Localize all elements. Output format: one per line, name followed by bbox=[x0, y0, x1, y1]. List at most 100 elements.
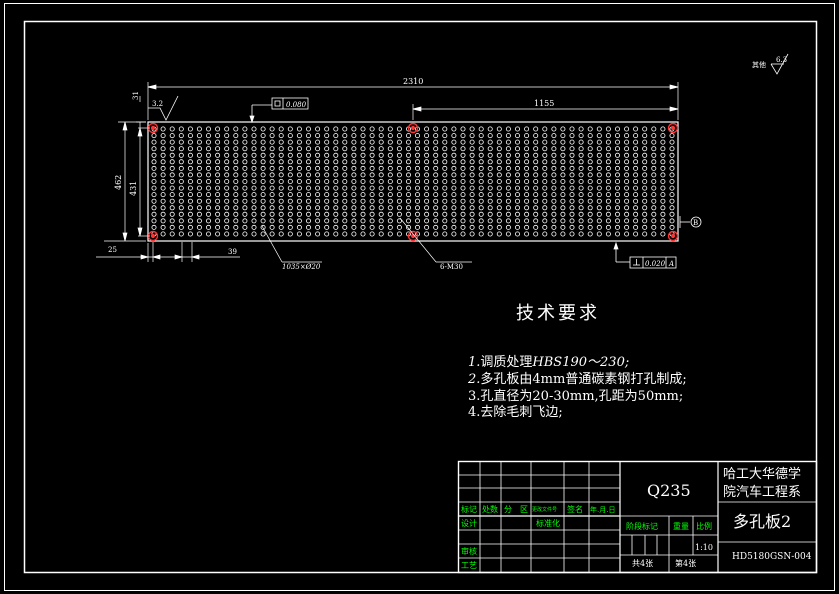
plate-hole bbox=[178, 205, 184, 211]
plate-hole bbox=[151, 218, 157, 224]
plate-hole bbox=[469, 218, 475, 224]
plate-hole bbox=[487, 185, 493, 191]
plate-hole bbox=[615, 198, 621, 204]
plate-hole bbox=[433, 224, 439, 230]
plate-hole bbox=[560, 165, 566, 171]
plate-hole bbox=[224, 159, 230, 165]
plate-hole bbox=[669, 205, 675, 211]
plate-hole bbox=[515, 178, 521, 184]
plate-hole bbox=[233, 152, 239, 158]
plate-hole bbox=[414, 152, 420, 158]
material: Q235 bbox=[647, 481, 691, 500]
plate-hole bbox=[224, 185, 230, 191]
plate-hole bbox=[433, 172, 439, 178]
plate-hole bbox=[469, 198, 475, 204]
plate-hole bbox=[205, 172, 211, 178]
plate-hole bbox=[160, 146, 166, 152]
label-shenhe: 审核 bbox=[461, 546, 477, 556]
plate-hole bbox=[442, 172, 448, 178]
flatness-value: 0.080 bbox=[286, 101, 307, 109]
plate-hole bbox=[615, 178, 621, 184]
plate-hole bbox=[233, 139, 239, 145]
plate-hole bbox=[587, 192, 593, 198]
plate-hole bbox=[360, 178, 366, 184]
plate-hole bbox=[596, 133, 602, 139]
plate-hole bbox=[187, 205, 193, 211]
plate-hole bbox=[605, 178, 611, 184]
plate-hole bbox=[424, 218, 430, 224]
plate-hole bbox=[505, 211, 511, 217]
plate-hole bbox=[287, 178, 293, 184]
plate-hole bbox=[560, 146, 566, 152]
plate-hole bbox=[333, 218, 339, 224]
plate-hole bbox=[369, 211, 375, 217]
plate-hole bbox=[205, 146, 211, 152]
plate-hole bbox=[396, 152, 402, 158]
plate-hole bbox=[178, 185, 184, 191]
plate-hole bbox=[578, 192, 584, 198]
plate-hole bbox=[424, 205, 430, 211]
plate-hole bbox=[542, 139, 548, 145]
plate-hole bbox=[651, 205, 657, 211]
plate-hole bbox=[242, 205, 248, 211]
plate-hole bbox=[569, 178, 575, 184]
plate-hole bbox=[296, 133, 302, 139]
plate-hole bbox=[433, 205, 439, 211]
plate-hole bbox=[305, 146, 311, 152]
plate-hole bbox=[305, 172, 311, 178]
plate-hole bbox=[160, 211, 166, 217]
plate-hole bbox=[315, 205, 321, 211]
plate-hole bbox=[487, 231, 493, 237]
plate-hole bbox=[496, 152, 502, 158]
plate-hole bbox=[387, 192, 393, 198]
plate-hole bbox=[405, 205, 411, 211]
plate-hole bbox=[505, 205, 511, 211]
plate-hole bbox=[469, 139, 475, 145]
plate-hole bbox=[187, 159, 193, 165]
plate-hole bbox=[360, 139, 366, 145]
plate-hole bbox=[224, 198, 230, 204]
plate-hole bbox=[324, 198, 330, 204]
plate-hole bbox=[296, 218, 302, 224]
plate-hole bbox=[469, 152, 475, 158]
plate-hole bbox=[442, 192, 448, 198]
plate-hole bbox=[205, 126, 211, 132]
plate-hole bbox=[478, 198, 484, 204]
plate-hole bbox=[515, 165, 521, 171]
plate-hole bbox=[369, 126, 375, 132]
plate-hole bbox=[296, 205, 302, 211]
plate-hole bbox=[351, 185, 357, 191]
plate-hole bbox=[442, 224, 448, 230]
plate-hole bbox=[633, 185, 639, 191]
plate-hole bbox=[615, 159, 621, 165]
plate-hole bbox=[596, 146, 602, 152]
plate-hole bbox=[178, 192, 184, 198]
plate-hole bbox=[551, 165, 557, 171]
plate-hole bbox=[624, 159, 630, 165]
plate-hole bbox=[387, 172, 393, 178]
plate-hole bbox=[524, 139, 530, 145]
plate-hole bbox=[333, 205, 339, 211]
plate-hole bbox=[414, 172, 420, 178]
plate-hole bbox=[305, 133, 311, 139]
plate-hole bbox=[533, 211, 539, 217]
plate-hole bbox=[533, 231, 539, 237]
plate-hole bbox=[242, 146, 248, 152]
plate-hole bbox=[233, 198, 239, 204]
plate-hole bbox=[278, 211, 284, 217]
plate-hole bbox=[515, 192, 521, 198]
plate-hole bbox=[324, 172, 330, 178]
plate-hole bbox=[487, 133, 493, 139]
plate-hole bbox=[433, 159, 439, 165]
plate-hole bbox=[387, 165, 393, 171]
plate-hole bbox=[169, 192, 175, 198]
plate-hole bbox=[378, 231, 384, 237]
plate-hole bbox=[487, 192, 493, 198]
plate-hole bbox=[160, 205, 166, 211]
plate-hole bbox=[551, 224, 557, 230]
plate-hole bbox=[424, 152, 430, 158]
plate-hole bbox=[333, 159, 339, 165]
plate-hole bbox=[387, 185, 393, 191]
plate-hole bbox=[651, 185, 657, 191]
label-biaozhunhua: 标准化 bbox=[536, 518, 560, 528]
